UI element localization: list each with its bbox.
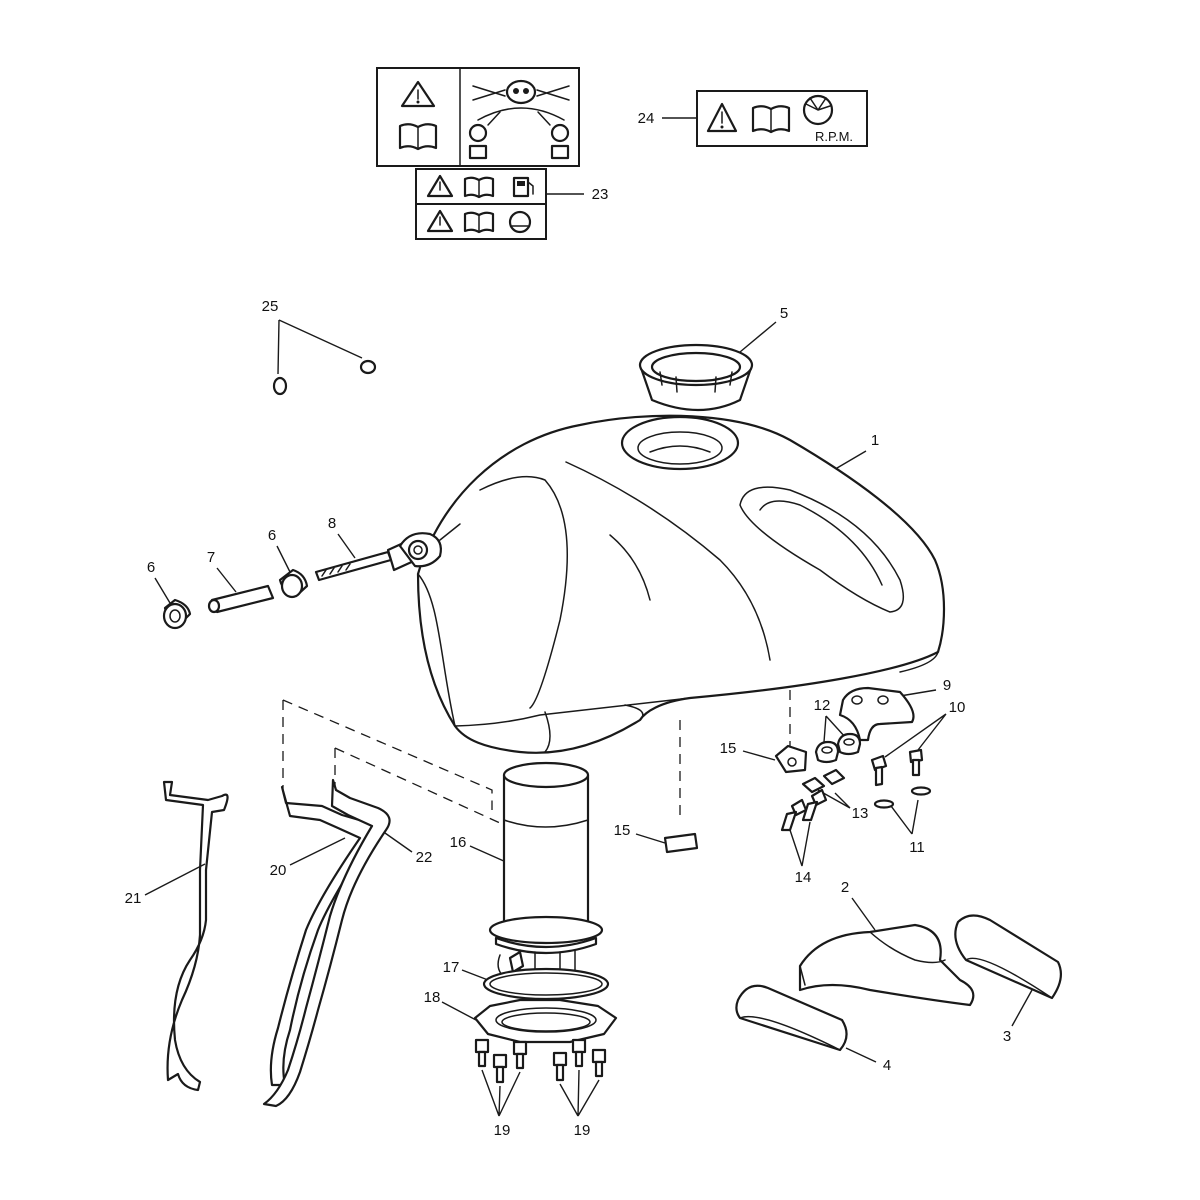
pump-bolts-left xyxy=(474,1038,528,1084)
callout-9: 9 xyxy=(943,677,951,694)
grommet-12a xyxy=(814,740,840,764)
bolt-14b xyxy=(801,788,828,822)
pump-bolts-right xyxy=(552,1038,607,1082)
nut-13b xyxy=(822,768,846,786)
callout-3: 3 xyxy=(1003,1028,1011,1045)
callout-12: 12 xyxy=(814,697,831,714)
rubber-pad-15-upper xyxy=(774,744,808,774)
overflow-hose-22 xyxy=(262,778,391,1108)
callout-15-lower: 15 xyxy=(614,822,631,839)
manual-book-icon xyxy=(463,211,495,234)
callout-16: 16 xyxy=(450,834,467,851)
callout-19-left: 19 xyxy=(494,1122,511,1139)
warning-triangle-icon xyxy=(426,174,454,198)
callout-5: 5 xyxy=(780,305,788,322)
callout-6-left: 6 xyxy=(147,559,155,576)
rubber-bush-right xyxy=(278,568,309,599)
tank-mount-pad-4 xyxy=(735,984,848,1052)
callout-6-right: 6 xyxy=(268,527,276,544)
callout-14: 14 xyxy=(795,869,812,886)
helmet-icon xyxy=(508,210,532,234)
callout-18: 18 xyxy=(424,989,441,1006)
helmet-icon xyxy=(468,111,570,160)
callout-13: 13 xyxy=(852,805,869,822)
spacer-sleeve xyxy=(207,584,275,614)
callout-8: 8 xyxy=(328,515,336,532)
rear-mount-bracket xyxy=(838,686,915,742)
bolt-14a xyxy=(780,798,808,832)
o-ring-upper xyxy=(359,359,377,375)
callout-10: 10 xyxy=(949,699,966,716)
callout-4: 4 xyxy=(883,1057,891,1074)
callout-15-upper: 15 xyxy=(720,740,737,757)
warning-triangle-icon xyxy=(426,209,454,233)
callout-19-right: 19 xyxy=(574,1122,591,1139)
warning-triangle-icon xyxy=(706,102,738,133)
tank-mount-pad-3 xyxy=(954,914,1063,1000)
rpm-text: R.P.M. xyxy=(815,129,853,144)
fuel-pump-assembly xyxy=(488,761,604,977)
callout-23: 23 xyxy=(592,186,609,203)
pump-seal xyxy=(482,967,610,1001)
fuel-tank xyxy=(416,414,946,754)
rubber-bush-left xyxy=(162,598,192,630)
grommet-12b xyxy=(836,732,862,756)
tachometer-icon xyxy=(802,94,834,126)
tank-mount-pad-2 xyxy=(798,923,975,1007)
filler-cap-ring xyxy=(638,343,754,412)
callout-25: 25 xyxy=(262,298,279,315)
nut-13a xyxy=(801,776,826,794)
callout-17: 17 xyxy=(443,959,460,976)
o-ring-lower xyxy=(272,376,288,396)
callout-20: 20 xyxy=(270,862,287,879)
callout-22: 22 xyxy=(416,849,433,866)
bolt-10a xyxy=(870,754,888,787)
callout-7: 7 xyxy=(207,549,215,566)
fuel-pump-icon xyxy=(512,176,534,198)
warning-triangle-icon xyxy=(400,80,436,108)
bolt-10b xyxy=(908,748,924,777)
manual-book-icon xyxy=(751,105,791,134)
pump-locking-ring xyxy=(473,998,618,1044)
warning-label-large xyxy=(376,67,580,240)
washer-11b xyxy=(910,786,932,796)
callout-24: 24 xyxy=(638,110,655,127)
skull-icon xyxy=(472,79,570,121)
manual-book-icon xyxy=(463,176,495,199)
tank-front-mount xyxy=(398,523,461,568)
washer-11a xyxy=(873,799,895,809)
breather-hose-21 xyxy=(162,780,229,1092)
callout-1: 1 xyxy=(871,432,879,449)
drain-hose-20 xyxy=(269,785,376,1087)
callout-21: 21 xyxy=(125,890,142,907)
callout-11: 11 xyxy=(909,839,925,856)
rpm-warning-label: R.P.M. xyxy=(696,90,868,147)
manual-book-icon xyxy=(398,123,438,151)
rubber-pad-15-lower xyxy=(663,832,699,854)
callout-2: 2 xyxy=(841,879,849,896)
